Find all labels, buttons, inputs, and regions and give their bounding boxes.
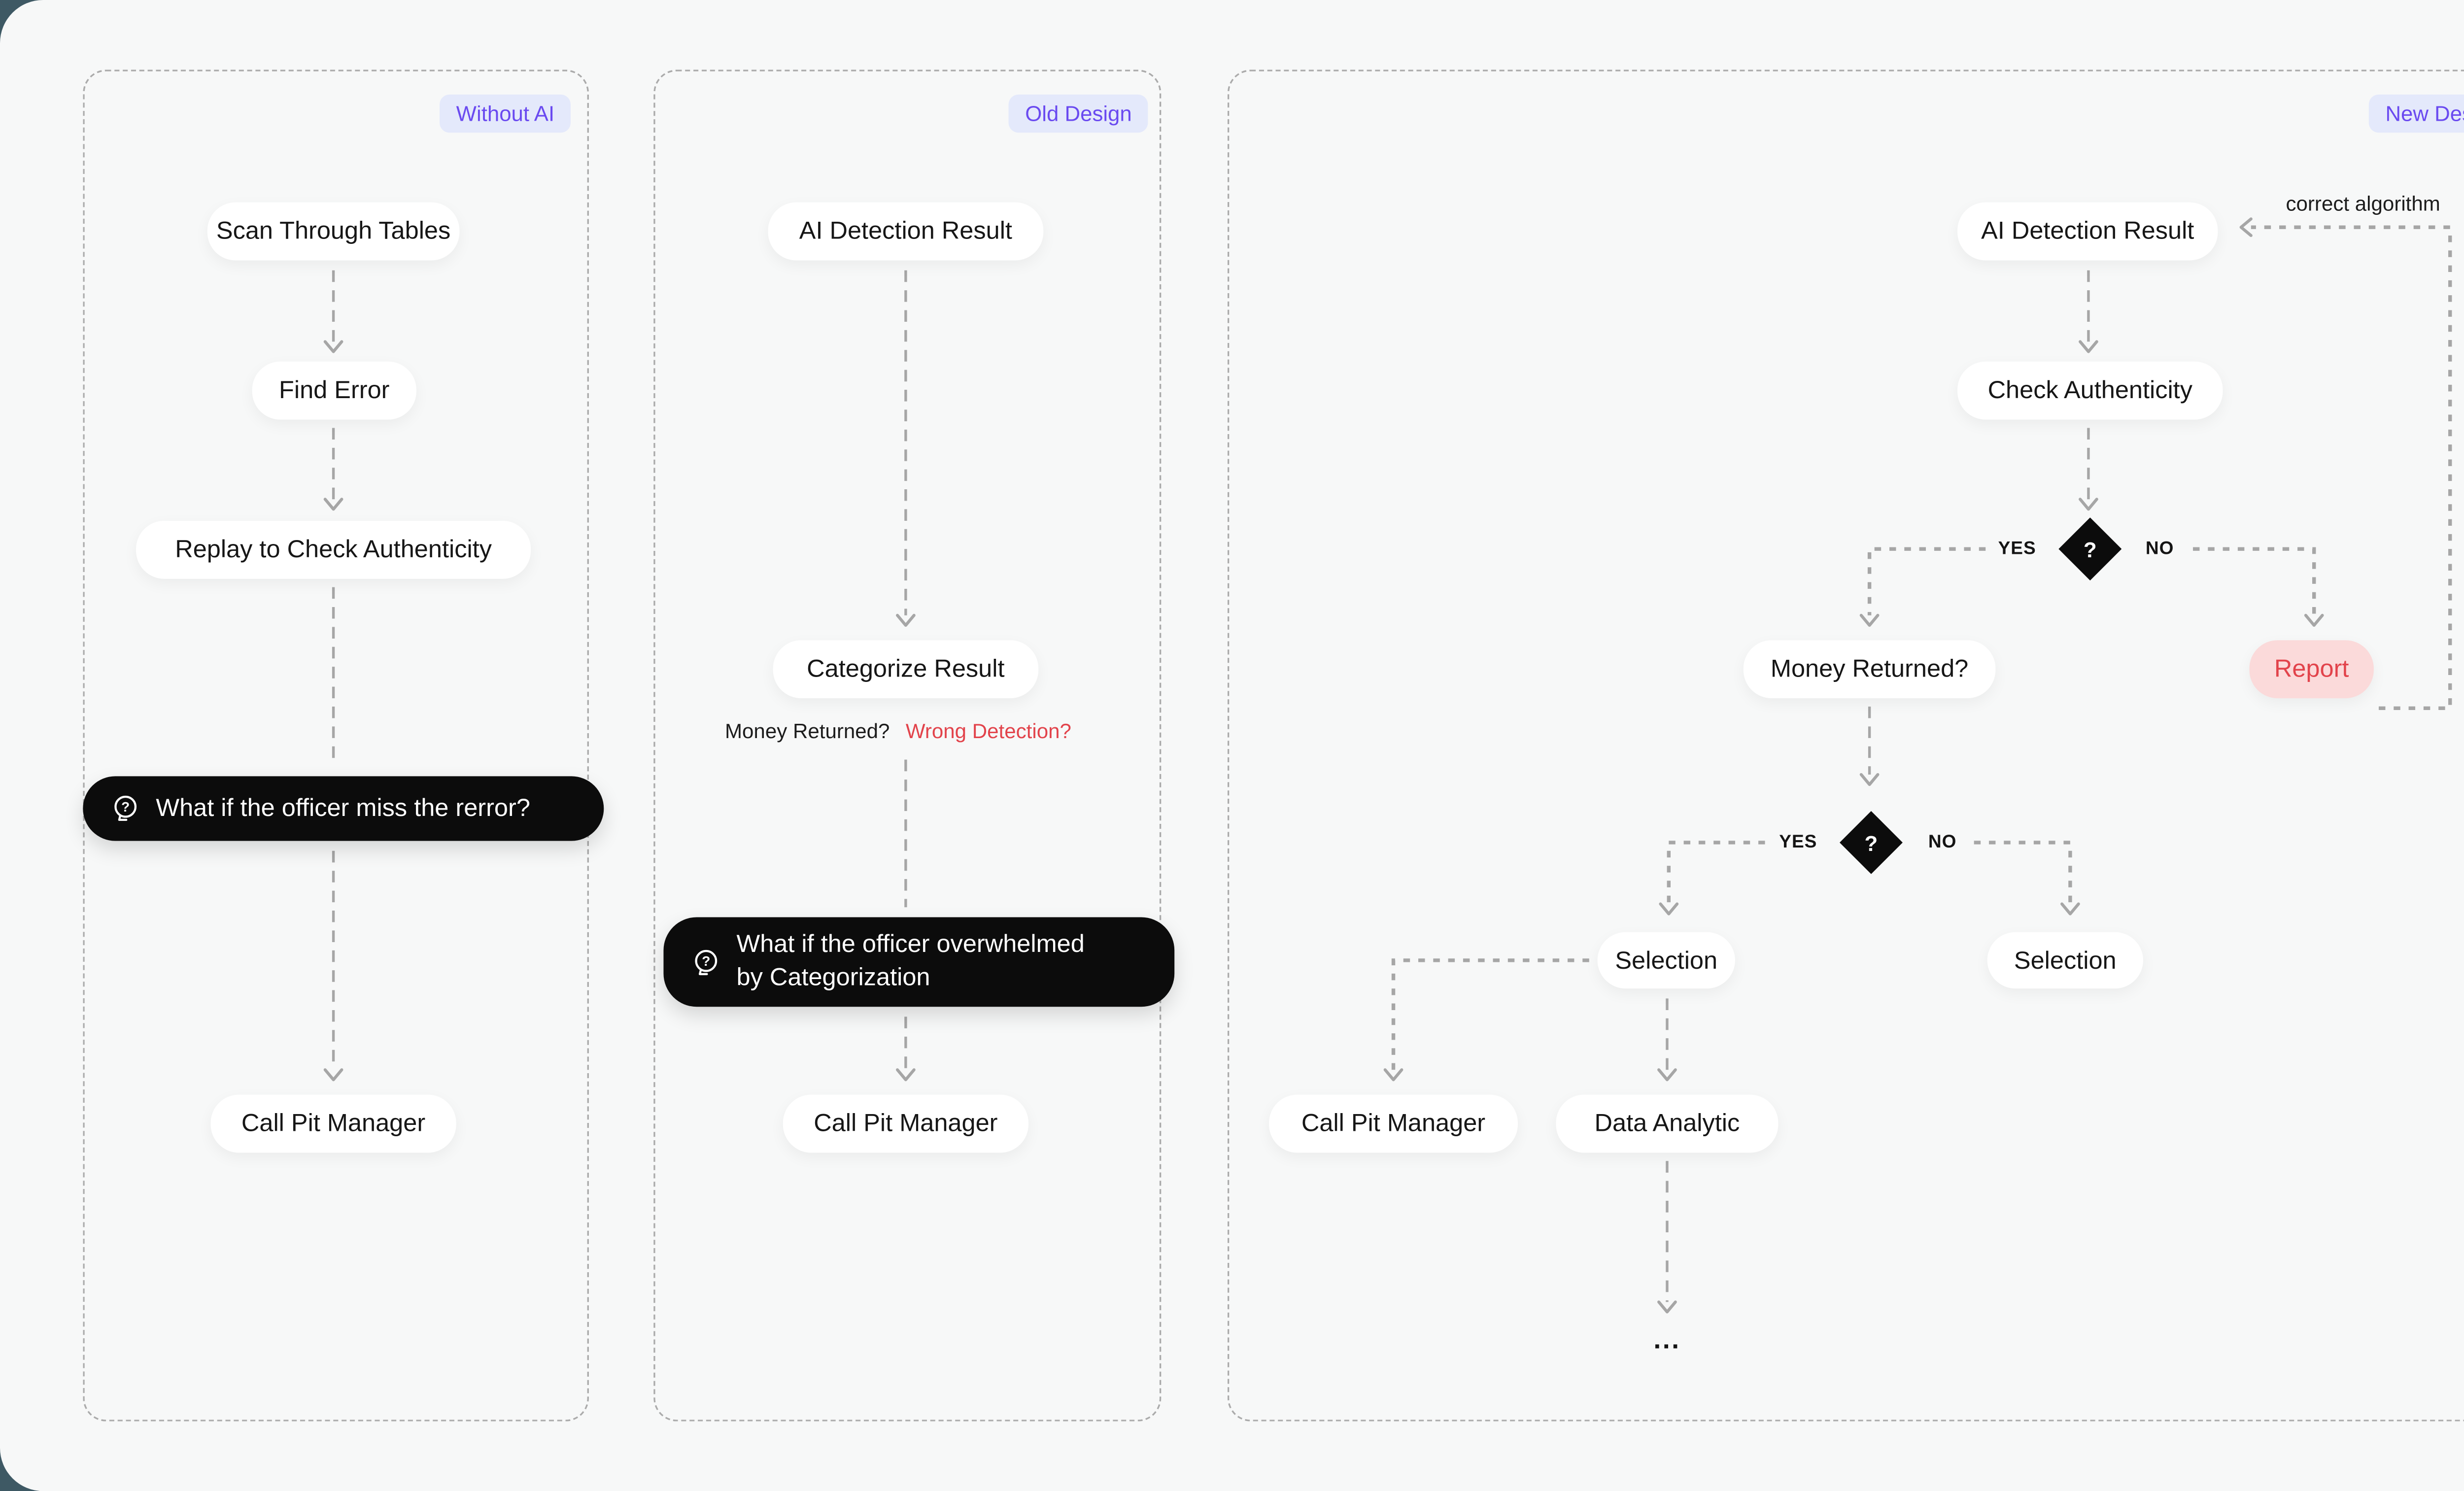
panel-old-design: [653, 69, 1162, 1422]
question-mark: ?: [1864, 830, 1878, 855]
node-categorize-result: Categorize Result: [773, 640, 1039, 699]
node-data-analytic: Data Analytic: [1556, 1094, 1779, 1153]
badge-old-design: Old Design: [1008, 94, 1149, 133]
label-wrong-detection: Wrong Detection?: [905, 719, 1071, 744]
node-call-pit-manager-1: Call Pit Manager: [210, 1094, 456, 1153]
no-label-1: NO: [2145, 539, 2174, 559]
node-find-error: Find Error: [252, 361, 416, 420]
callout-text: What if the officer miss the rerror?: [156, 793, 530, 822]
node-check-authenticity: Check Authenticity: [1957, 361, 2223, 420]
callout-officer-miss-error: ? What if the officer miss the rerror?: [83, 776, 604, 841]
node-ai-detection-result-old: AI Detection Result: [768, 202, 1044, 261]
callout-text: What if the officer overwhelmed by Categ…: [736, 930, 1085, 992]
question-mark: ?: [2083, 536, 2097, 562]
node-report: Report: [2249, 640, 2374, 699]
node-replay-check-authenticity: Replay to Check Authenticity: [136, 520, 531, 579]
yes-label-1: YES: [1998, 539, 2036, 559]
node-call-pit-manager-3: Call Pit Manager: [1269, 1094, 1518, 1153]
badge-new-design: New Design: [2368, 94, 2464, 133]
head-question-icon: ?: [695, 949, 718, 975]
panel-without-ai: [83, 69, 589, 1422]
node-money-returned: Money Returned?: [1743, 640, 1996, 699]
continuation-ellipsis: ...: [1653, 1326, 1681, 1355]
node-scan-through-tables: Scan Through Tables: [207, 202, 460, 261]
panel-new-design: [1227, 69, 2464, 1422]
node-ai-detection-result-new: AI Detection Result: [1957, 202, 2218, 261]
head-question-icon: ?: [114, 795, 137, 821]
label-money-returned: Money Returned?: [724, 719, 890, 744]
label-correct-algorithm: correct algorithm: [2286, 192, 2440, 216]
badge-without-ai: Without AI: [440, 94, 571, 133]
callout-officer-overwhelmed: ? What if the officer overwhelmed by Cat…: [663, 917, 1175, 1007]
node-selection-right: Selection: [1987, 932, 2144, 989]
node-call-pit-manager-2: Call Pit Manager: [783, 1094, 1028, 1153]
no-label-2: NO: [1928, 832, 1957, 853]
yes-label-2: YES: [1779, 832, 1817, 853]
node-selection-left: Selection: [1597, 932, 1735, 989]
svg-text:?: ?: [121, 799, 130, 814]
svg-text:?: ?: [702, 952, 710, 968]
